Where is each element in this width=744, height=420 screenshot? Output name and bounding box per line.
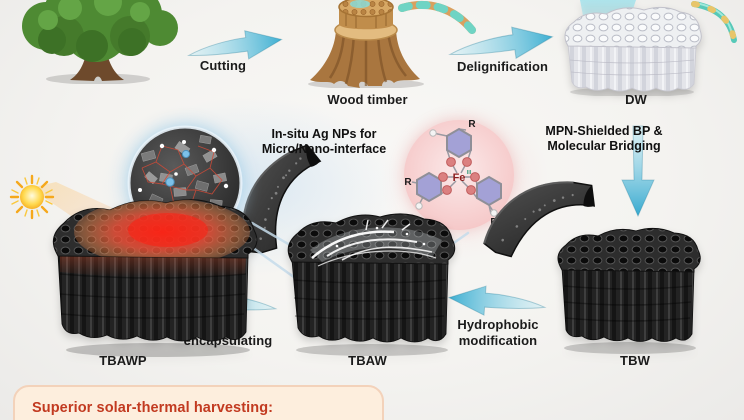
tbw-block-illustration	[557, 227, 701, 354]
ag-nps-annotation: In-situ Ag NPs for Micro/Nano-interface	[240, 127, 408, 157]
tbawp-block-illustration	[52, 199, 258, 357]
moss-patch	[350, 0, 370, 8]
hydrophobic-arrow-icon	[447, 285, 547, 316]
ag-annotation-line1: In-situ Ag NPs for	[271, 127, 377, 141]
tbw-label: TBW	[620, 353, 650, 368]
sun-icon	[9, 174, 55, 220]
tree-canopy	[22, 0, 178, 62]
hydrogen-atoms	[415, 129, 498, 217]
fe-center-label: Fe	[453, 172, 466, 184]
wood-timber-label: Wood timber	[327, 92, 408, 107]
solar-heat-glow	[74, 199, 250, 259]
pcm-splash	[310, 219, 442, 267]
banner-title: Superior solar-thermal harvesting:	[32, 400, 274, 416]
dw-block-illustration	[564, 0, 702, 96]
delignification-arrow-icon	[448, 26, 554, 60]
tbawp-label: TBAWP	[99, 353, 147, 368]
tbaw-label: TBAW	[348, 353, 387, 368]
cutting-label: Cutting	[199, 58, 247, 73]
hydrophobic-label-line1: Hydrophobic	[457, 317, 539, 332]
sem-sheet-icon	[483, 181, 596, 258]
cutting-arrow-icon	[187, 30, 283, 60]
fe-oxidation-label: III	[467, 170, 472, 176]
wood-timber-illustration	[308, 0, 424, 88]
hydrophobic-label: Hydrophobic modification	[438, 317, 558, 349]
mpn-complex-circle: Fe III R R R	[404, 119, 514, 230]
mpn-annotation: MPN-Shielded BP & Molecular Bridging	[520, 124, 688, 154]
ag-annotation-line2: Micro/Nano-interface	[261, 142, 387, 156]
benzene-rings	[416, 127, 502, 207]
mpn-annotation-line2: Molecular Bridging	[547, 139, 661, 153]
tree-illustration	[22, 0, 178, 84]
down-arrow-icon	[621, 125, 655, 218]
delignification-label: Delignification	[456, 59, 549, 74]
oxygen-atoms	[438, 157, 480, 195]
highlight-banner: Superior solar-thermal harvesting:	[13, 385, 384, 420]
cellulose-fiber-strand-icon	[398, 1, 476, 34]
tbaw-block-illustration	[287, 213, 456, 356]
mpn-annotation-line1: MPN-Shielded BP &	[545, 124, 663, 138]
nanofiber-strand-icon	[691, 1, 737, 43]
r-substituent-label: R	[468, 119, 476, 130]
r-substituent-label: R	[404, 177, 412, 188]
dw-label: DW	[625, 92, 647, 107]
hydrophobic-label-line2: modification	[458, 333, 538, 348]
